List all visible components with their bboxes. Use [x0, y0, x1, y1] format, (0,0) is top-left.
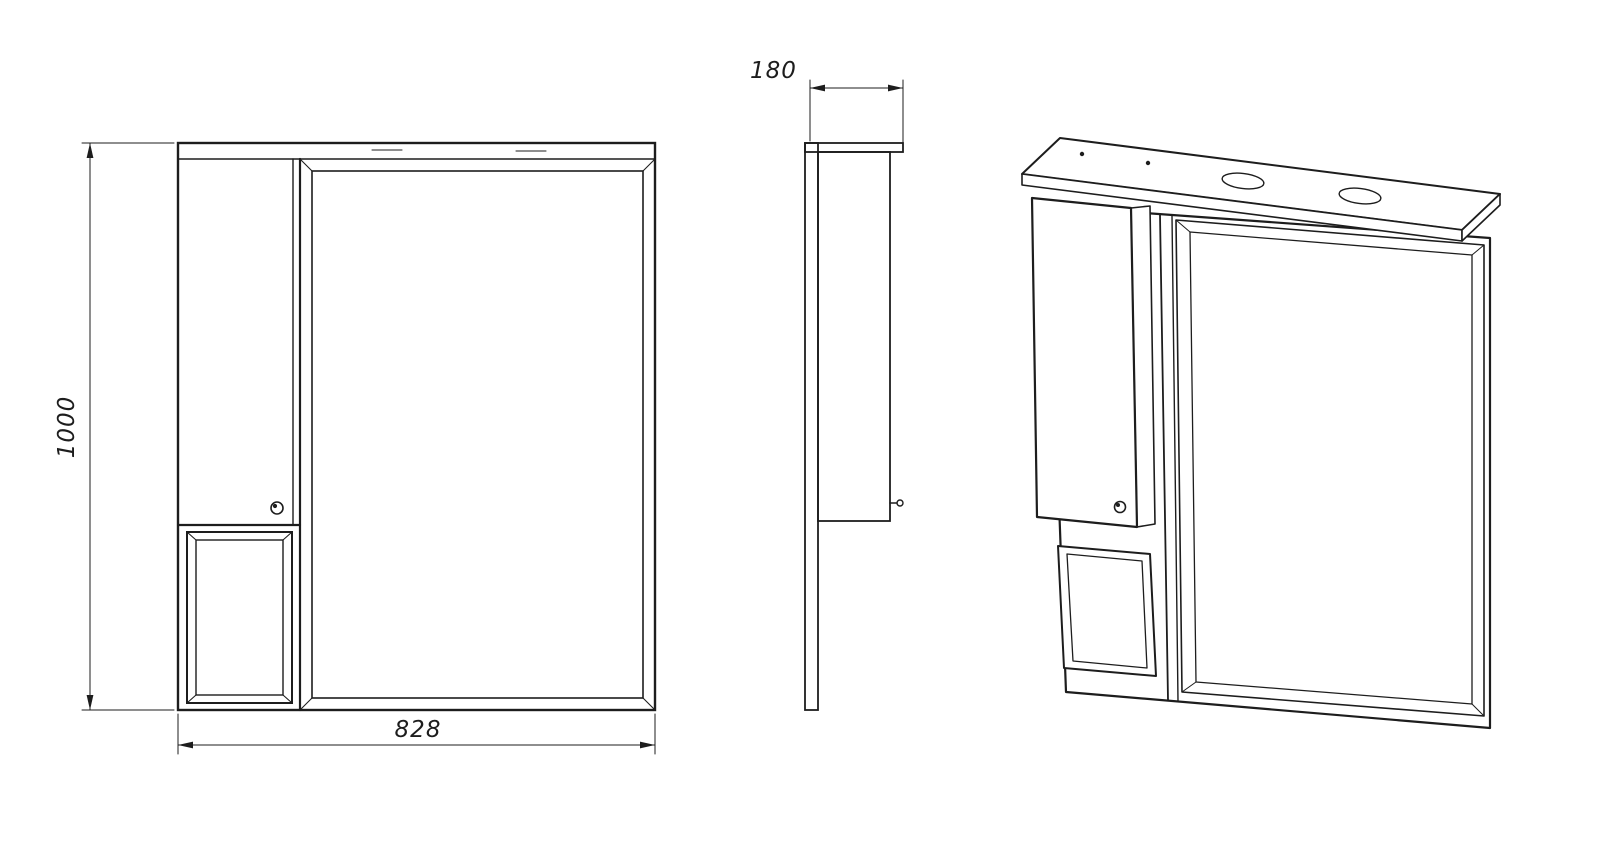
- arrow-up: [86, 143, 94, 158]
- front-outer-frame: [176, 141, 657, 712]
- perspective-door-knob-dot: [1116, 503, 1120, 507]
- perspective-view: [1021, 137, 1501, 730]
- front-view: 1000 828: [54, 141, 657, 755]
- arrow-left: [810, 84, 825, 92]
- arrow-left: [178, 741, 193, 749]
- front-door-knob-dot: [272, 503, 278, 509]
- side-cabinet-box: [817, 151, 891, 522]
- depth-dimension: 180: [750, 58, 904, 147]
- front-column-divider: [292, 157, 302, 712]
- screw-hole: [1079, 151, 1085, 157]
- front-storage-shelf: [186, 531, 293, 704]
- depth-dimension-label: 180: [750, 58, 797, 84]
- front-mirror-bevel: [299, 158, 656, 711]
- front-door-knob: [270, 501, 284, 515]
- perspective-storage-shelf: [1057, 545, 1157, 677]
- front-cabinet-door: [176, 501, 302, 527]
- screw-hole: [1145, 160, 1151, 166]
- perspective-door-knob: [1113, 500, 1127, 514]
- arrow-right: [640, 741, 655, 749]
- width-dimension: 828: [177, 713, 656, 755]
- perspective-frame: [1046, 204, 1492, 730]
- perspective-cabinet-door: [1030, 196, 1156, 529]
- side-view: 180: [750, 58, 904, 711]
- height-dimension: 1000: [54, 142, 175, 711]
- perspective-top-light-panel: [1021, 137, 1501, 242]
- width-dimension-label: 828: [395, 717, 442, 743]
- perspective-mirror-bevel: [1175, 219, 1485, 717]
- side-top-panel: [804, 142, 904, 153]
- lamp-cutout: [1338, 187, 1382, 205]
- height-dimension-label: 1000: [54, 396, 80, 459]
- side-door-knob: [889, 499, 904, 507]
- arrow-down: [86, 695, 94, 710]
- arrow-right: [888, 84, 903, 92]
- lamp-cutout: [1221, 172, 1265, 190]
- side-back-panel: [804, 142, 819, 711]
